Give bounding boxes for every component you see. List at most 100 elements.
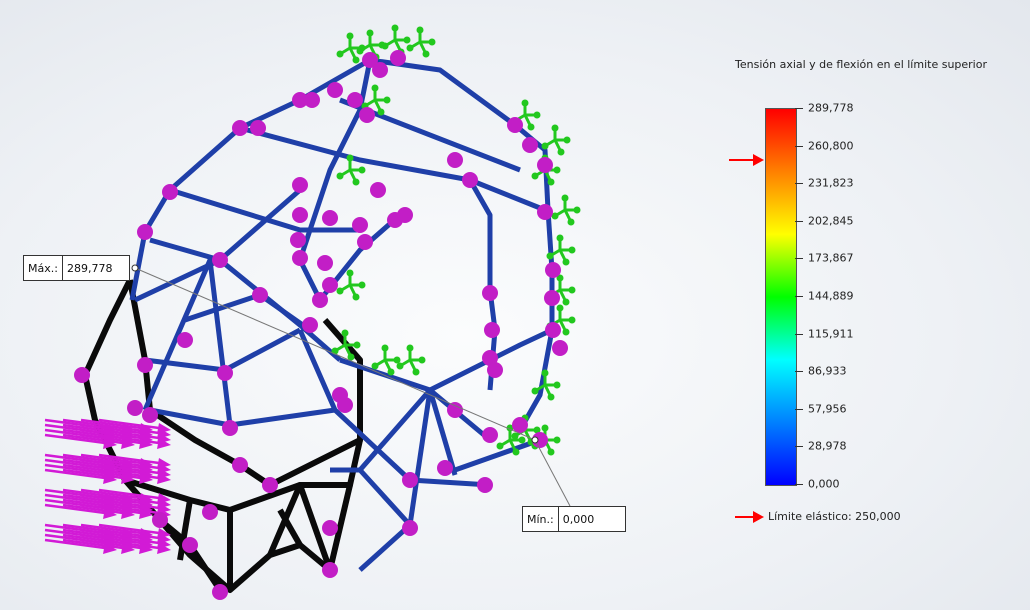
load-arrow-icon [62,433,124,445]
load-arrow-icon [98,418,160,430]
fixture-arrow-icon [412,368,420,376]
fixture-arrow-icon [353,341,361,349]
fixture-arrow-icon [562,258,570,266]
joint-marker [537,157,553,173]
legend-tick-label: 144,889 [808,289,854,303]
fixture-arrow-icon [568,316,576,324]
fixture-arrow-icon [553,381,561,389]
fixture-arrow-icon [551,212,559,220]
fixture-arrow-icon [556,304,564,312]
unloaded-beam [267,482,353,573]
fixture-arrow-icon [553,436,561,444]
joint-marker [312,292,328,308]
min-probe-leader [534,439,571,507]
min-probe-value: 0,000 [562,512,595,526]
joint-marker [137,357,153,373]
load-arrow-icon [80,528,142,540]
legend-tick-label: 57,956 [808,402,847,416]
joint-marker [447,402,463,418]
frame-beam [239,125,471,183]
load-arrow-icon [98,528,160,540]
load-arrow-icon [98,463,160,475]
fixture-arrow-icon [527,123,535,131]
legend-tick-mark [795,258,803,260]
min-probe-anchor [531,436,539,444]
joint-marker [347,92,363,108]
fixture-arrow-icon [377,108,385,116]
fixture-arrow-icon [381,344,389,352]
joint-marker [317,255,333,271]
unloaded-beam [124,439,363,513]
fixture-arrow-icon [336,287,344,295]
load-arrow-icon [62,468,124,480]
fixture-arrow-icon [346,269,354,277]
frame-beam [358,327,554,472]
load-arrows [44,418,171,554]
load-arrow-icon [98,493,160,505]
fixture-arrow-icon [541,142,549,150]
joint-marker [262,477,278,493]
fixture-arrow-icon [533,426,541,434]
fixture-arrow-icon [371,362,379,370]
load-arrow-icon [80,433,142,445]
joint-marker [250,120,266,136]
load-arrow-icon [98,503,160,515]
joint-marker [182,537,198,553]
load-arrow-icon [44,538,106,550]
stressed-beams [129,57,555,572]
frame-beam [427,389,458,476]
joint-marker [484,322,500,338]
frame-beam [454,437,541,473]
fixture-arrow-icon [347,353,355,361]
joint-marker [322,562,338,578]
joint-marker [522,137,538,153]
joint-marker [437,460,453,476]
load-arrow-icon [44,468,106,480]
load-arrow-icon [98,498,160,510]
legend-tick-mark [795,333,803,335]
joint-marker [212,584,228,600]
joint-marker [322,520,338,536]
fixture-arrow-icon [553,166,561,174]
max-probe[interactable]: Máx.: 289,778 [23,255,130,281]
fixture-arrow-icon [562,298,570,306]
frame-beam [369,57,517,128]
fixture-arrow-icon [416,26,424,34]
joint-marker [544,290,560,306]
fixture-arrow-icon [358,166,366,174]
load-arrow-icon [98,488,160,500]
yield-label: Límite elástico: 250,000 [768,510,901,523]
joint-marker [322,277,338,293]
joint-marker [142,407,158,423]
load-arrow-icon [80,523,142,535]
fixture-arrow-icon [561,194,569,202]
fixture-arrow-icon [562,328,570,336]
min-probe[interactable]: Mín.: 0,000 [522,506,626,532]
joint-marker [402,472,418,488]
joint-marker [252,287,268,303]
load-arrow-icon [157,543,171,554]
joint-marker [462,172,478,188]
fixture-arrow-icon [336,50,344,58]
legend-tick-label: 86,933 [808,364,847,378]
joint-marker [304,92,320,108]
legend-tick-mark [795,108,803,109]
fixture-arrow-icon [568,246,576,254]
fixture-arrow-icon [428,38,436,46]
joint-marker [162,184,178,200]
fixture-arrow-icon [496,442,504,450]
load-arrow-icon [80,538,142,550]
load-arrow-icon [80,453,142,465]
fixture-arrow-icon [541,369,549,377]
load-arrow-icon [98,468,160,480]
joint-marker [292,92,308,108]
joint-marker [357,234,373,250]
legend-tick-label: 202,845 [808,214,854,228]
fixture-arrow-icon [511,432,519,440]
joint-marker [152,512,168,528]
joint-marker [482,285,498,301]
load-arrow-icon [98,423,160,435]
max-probe-value: 289,778 [66,261,113,275]
